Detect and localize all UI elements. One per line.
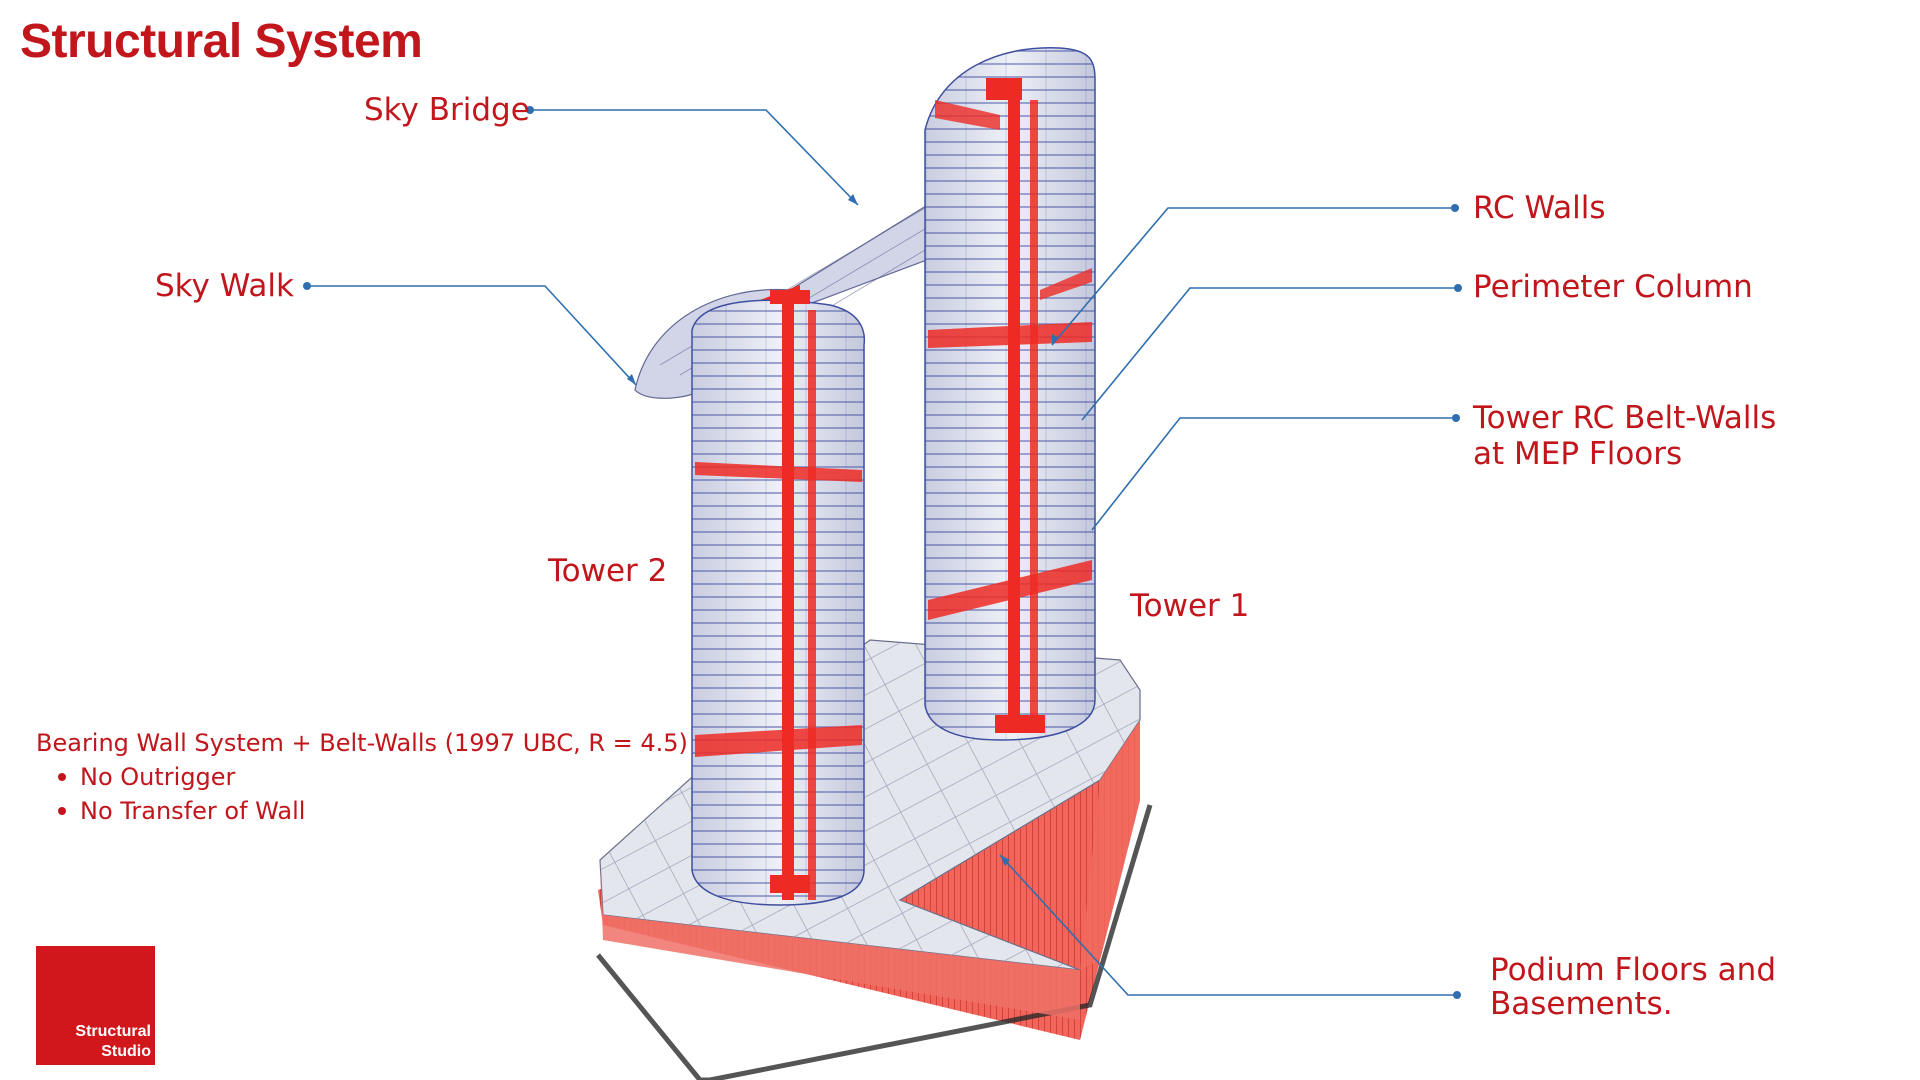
label-perimeter-column: Perimeter Column	[1473, 269, 1753, 305]
label-tower-1: Tower 1	[1130, 588, 1250, 624]
label-rc-walls: RC Walls	[1473, 190, 1606, 226]
bullet-item: No Outrigger	[36, 760, 688, 794]
system-note: Bearing Wall System + Belt-Walls (1997 U…	[36, 726, 688, 828]
leader-podium	[999, 854, 1457, 996]
leader-dots	[303, 106, 1462, 999]
leader-perimeter-column	[1081, 287, 1458, 421]
label-belt-walls-line1: Tower RC Belt-Walls	[1473, 400, 1777, 436]
bullet-item: No Transfer of Wall	[36, 794, 688, 828]
leader-sky-bridge	[530, 109, 859, 206]
label-podium-line2: Basements.	[1490, 986, 1673, 1022]
logo-line1: Structural	[75, 1023, 151, 1040]
logo-line2: Studio	[101, 1043, 151, 1060]
bullet-dot	[58, 807, 66, 815]
tower-2-structure	[691, 290, 866, 906]
studio-logo: Structural Studio	[36, 946, 155, 1065]
bullet-dot	[58, 773, 66, 781]
leader-sky-walk	[307, 285, 637, 386]
leader-rc-walls	[1051, 207, 1455, 346]
leader-belt-walls	[1091, 417, 1456, 531]
system-description: Bearing Wall System + Belt-Walls (1997 U…	[36, 729, 688, 757]
page-title: Structural System	[20, 15, 423, 68]
bullet-text: No Transfer of Wall	[80, 797, 306, 825]
leader-arrowheads	[627, 194, 1059, 866]
tower-1-structure	[924, 47, 1096, 741]
label-tower-2: Tower 2	[548, 553, 668, 589]
leader-lines	[307, 109, 1458, 996]
bullet-text: No Outrigger	[80, 763, 236, 791]
label-podium-line1: Podium Floors and	[1490, 952, 1776, 988]
label-belt-walls-line2: at MEP Floors	[1473, 436, 1683, 472]
label-sky-bridge: Sky Bridge	[364, 92, 530, 128]
label-sky-walk: Sky Walk	[155, 268, 294, 304]
